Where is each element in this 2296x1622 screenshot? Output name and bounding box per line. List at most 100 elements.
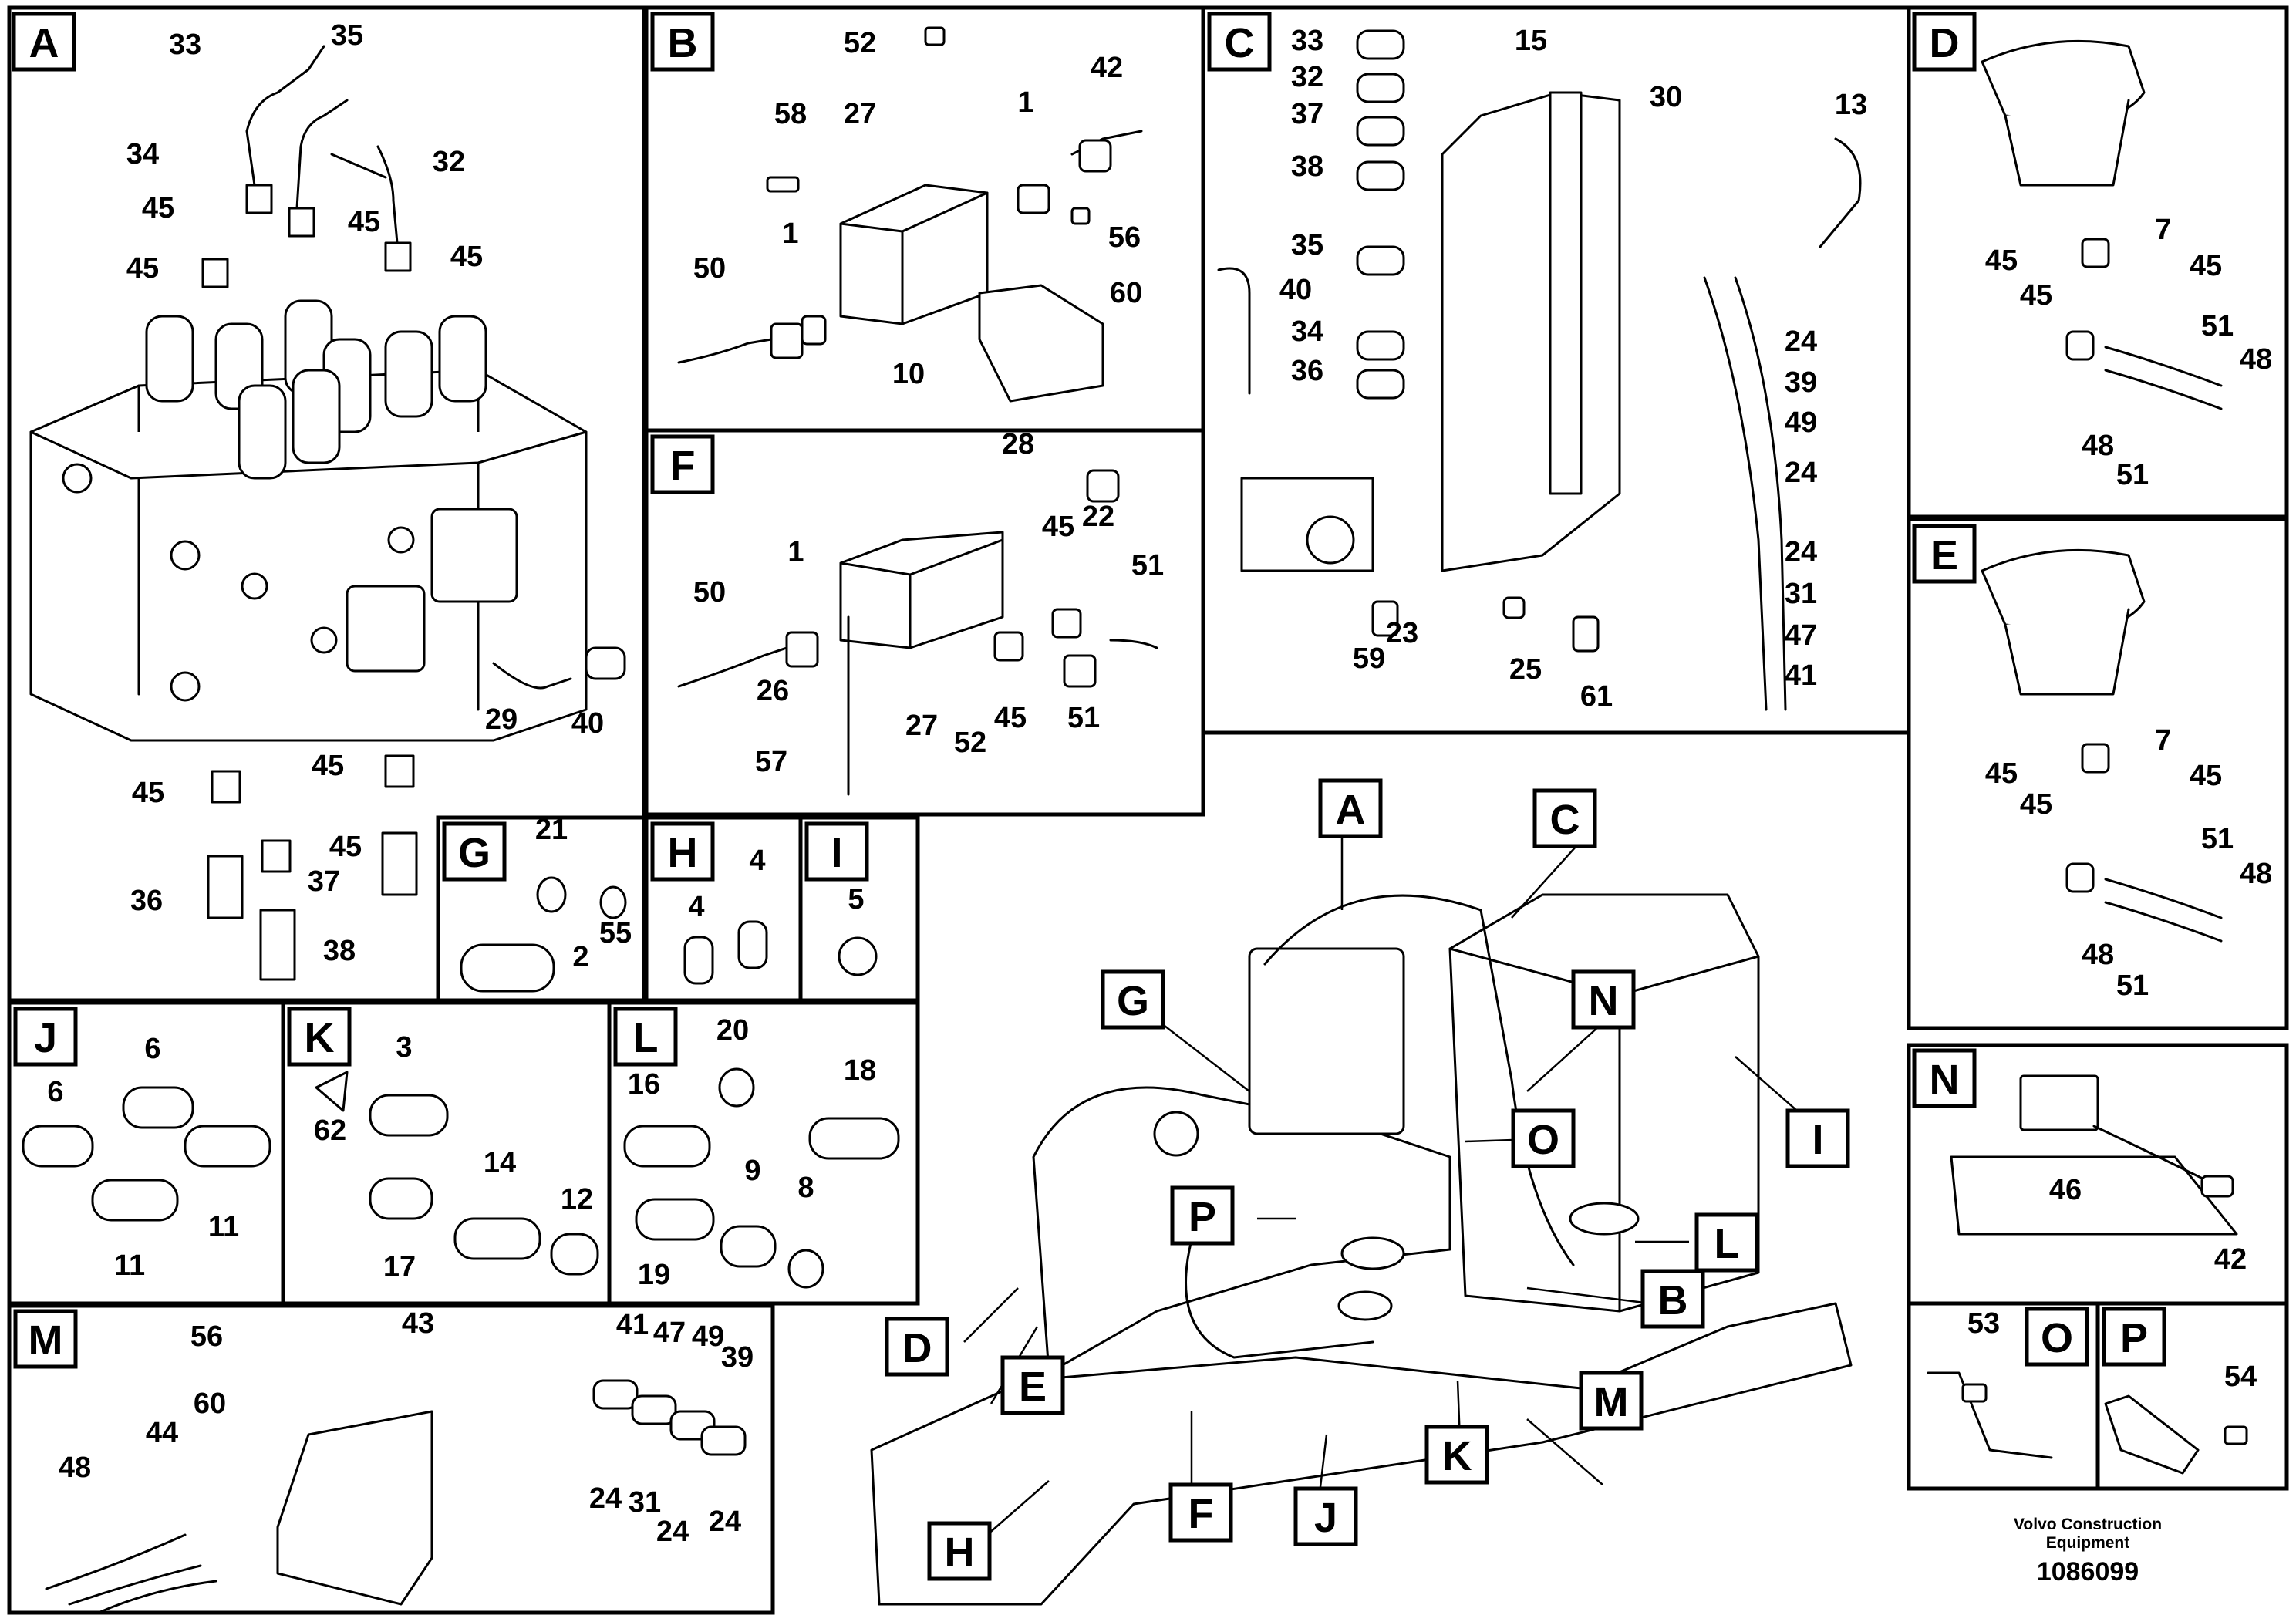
svg-text:E: E (1019, 1364, 1047, 1410)
brand-line-1: Volvo Construction (2013, 1516, 2163, 1533)
panel-letter-overview-i: I (1785, 1108, 1850, 1168)
part-label-c-33: 33 (1291, 25, 1323, 57)
svg-text:E: E (1930, 532, 1958, 578)
part-label-a-36: 36 (130, 885, 163, 917)
panel-frame-p (2095, 1301, 2289, 1491)
part-label-d-7: 7 (2155, 214, 2171, 246)
svg-text:B: B (1658, 1277, 1688, 1324)
svg-text:M: M (1594, 1379, 1629, 1425)
part-label-c-49: 49 (1785, 406, 1817, 439)
part-label-b-42: 42 (1091, 52, 1123, 84)
part-label-c-31: 31 (1785, 578, 1817, 610)
grommets-drawing (460, 876, 878, 993)
part-label-a-45: 45 (126, 252, 159, 285)
part-label-c-34: 34 (1291, 315, 1323, 348)
part-label-f-22: 22 (1082, 501, 1114, 533)
panel-frame-i (798, 815, 920, 1003)
part-label-l-19: 19 (638, 1259, 670, 1291)
svg-text:D: D (902, 1325, 932, 1371)
part-label-g-21: 21 (535, 814, 568, 846)
part-label-d-48: 48 (2240, 343, 2272, 376)
part-label-a-45: 45 (312, 750, 344, 782)
svg-text:M: M (29, 1317, 63, 1364)
svg-text:O: O (2041, 1315, 2073, 1361)
svg-text:A: A (1336, 787, 1366, 833)
part-label-c-24: 24 (1785, 457, 1817, 489)
panel-letter-overview-d: D (885, 1317, 949, 1377)
part-label-a-40: 40 (571, 707, 604, 740)
part-label-b-27: 27 (844, 98, 876, 130)
part-label-c-39: 39 (1785, 366, 1817, 399)
svg-text:O: O (1527, 1117, 1559, 1163)
panel-letter-overview-l: L (1694, 1212, 1759, 1273)
part-label-b-52: 52 (844, 27, 876, 59)
part-label-c-30: 30 (1650, 81, 1682, 113)
part-label-f-57: 57 (755, 746, 787, 778)
panel-letter-overview-j: J (1293, 1486, 1358, 1546)
panel-letter-n: N (1912, 1048, 1977, 1108)
part-label-c-37: 37 (1291, 98, 1323, 130)
part-label-b-60: 60 (1110, 277, 1142, 309)
part-label-b-1: 1 (782, 218, 798, 250)
part-label-a-35: 35 (331, 19, 363, 52)
part-label-f-27: 27 (905, 710, 938, 742)
part-label-c-61: 61 (1580, 680, 1613, 713)
part-label-o-53: 53 (1967, 1307, 2000, 1340)
svg-text:G: G (458, 830, 491, 876)
part-label-c-24: 24 (1785, 536, 1817, 568)
part-label-d-51: 51 (2201, 310, 2234, 342)
panel-frame-e (1907, 517, 2289, 1030)
part-label-c-15: 15 (1515, 25, 1547, 57)
part-label-l-18: 18 (844, 1054, 876, 1087)
panel-letter-overview-b: B (1640, 1269, 1705, 1329)
panel-letter-b: B (650, 12, 715, 72)
panel-letter-a: A (12, 12, 76, 72)
part-label-f-26: 26 (757, 675, 789, 707)
panel-letter-overview-h: H (927, 1521, 992, 1581)
part-label-e-45: 45 (2020, 788, 2052, 821)
part-label-c-25: 25 (1509, 653, 1542, 686)
panel-letter-overview-e: E (1000, 1355, 1065, 1415)
part-label-c-47: 47 (1785, 619, 1817, 652)
part-label-k-14: 14 (484, 1147, 516, 1179)
part-label-d-45: 45 (2190, 250, 2222, 282)
panel-letter-f: F (650, 434, 715, 494)
svg-text:F: F (670, 443, 696, 489)
part-label-c-13: 13 (1835, 89, 1867, 121)
part-label-f-45: 45 (1042, 511, 1074, 543)
svg-text:N: N (1589, 978, 1619, 1024)
part-label-e-45: 45 (1985, 757, 2018, 790)
part-label-p-54: 54 (2224, 1361, 2257, 1393)
svg-text:K: K (305, 1015, 335, 1061)
panel-letter-p: P (2102, 1307, 2166, 1367)
part-label-c-24: 24 (1785, 325, 1817, 358)
part-label-l-9: 9 (744, 1155, 760, 1187)
part-label-a-45: 45 (142, 192, 174, 224)
part-label-m-43: 43 (402, 1307, 434, 1340)
part-label-f-28: 28 (1002, 428, 1034, 460)
svg-text:J: J (34, 1015, 57, 1061)
part-label-d-45: 45 (1985, 244, 2018, 277)
panel-letter-c: C (1207, 12, 1272, 72)
part-label-a-45: 45 (348, 206, 380, 238)
part-label-m-39: 39 (721, 1341, 754, 1374)
part-label-k-17: 17 (383, 1251, 416, 1283)
panel-letter-overview-o: O (1511, 1108, 1576, 1168)
part-label-m-24: 24 (709, 1506, 741, 1538)
part-label-j-11: 11 (114, 1249, 145, 1282)
brand-line-2: Equipment (2045, 1534, 2130, 1552)
control-valve-drawing (29, 45, 626, 981)
panel-letter-overview-f: F (1168, 1482, 1233, 1543)
footer: Volvo Construction Equipment 1086099 (1949, 1516, 2227, 1587)
part-label-m-44: 44 (146, 1417, 178, 1449)
part-label-c-38: 38 (1291, 150, 1323, 183)
document-number: 1086099 (2036, 1557, 2139, 1587)
svg-text:N: N (1930, 1057, 1960, 1103)
part-label-j-11: 11 (208, 1211, 239, 1243)
distribution-block-b-drawing (677, 26, 1143, 403)
part-label-f-51: 51 (1131, 549, 1164, 582)
svg-text:J: J (1314, 1495, 1337, 1541)
part-label-a-34: 34 (126, 138, 159, 170)
